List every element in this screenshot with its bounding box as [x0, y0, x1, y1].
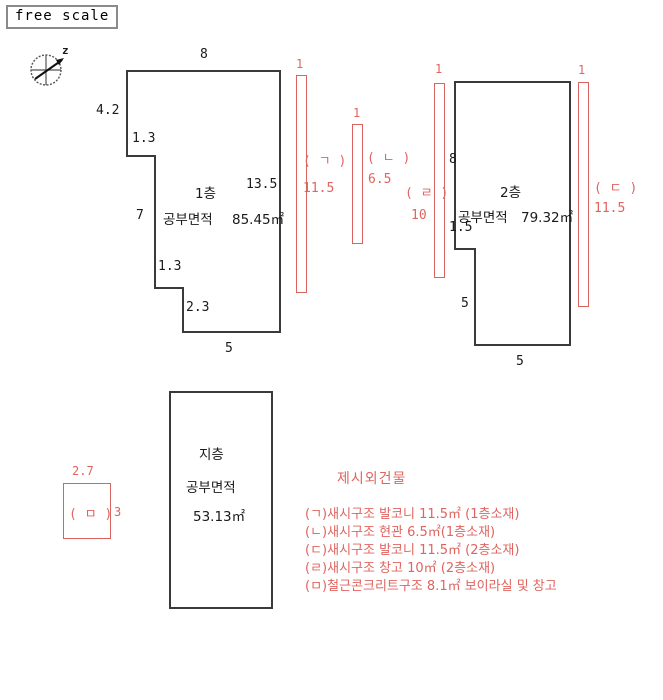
annex-e-symbol: ( ㅁ ) — [69, 507, 113, 522]
annex-c-symbol: ( ㄷ ) — [594, 181, 638, 196]
floor-2-outline — [454, 81, 571, 346]
annex-a-box — [296, 75, 307, 293]
annex-c-box — [578, 82, 589, 307]
floor-2-dim-left-upper: 8 — [449, 152, 457, 167]
legend-item-e: (ㅁ)철근콘크리트구조 8.1㎡ 보이라실 및 창고 — [305, 579, 557, 594]
north-arrow-compass-icon: z — [26, 44, 78, 94]
legend-item-b: (ㄴ)새시구조 현관 6.5㎡(1층소재) — [305, 525, 496, 540]
annex-a-height-dim: 11.5 — [303, 181, 335, 196]
compass-north-letter: z — [62, 44, 69, 57]
floor-2-dim-step-height: 1.5 — [449, 220, 473, 235]
floor-2-dim-bottom: 5 — [516, 354, 524, 369]
floor-basement-area-label: 공부면적 — [186, 480, 236, 496]
floor-2-area-label: 공부면적 — [458, 210, 508, 226]
legend-item-a: (ㄱ)새시구조 발코니 11.5㎡ (1층소재) — [305, 507, 520, 522]
floor-1-name: 1층 — [195, 186, 217, 202]
annex-e-height-dim: 3 — [114, 505, 122, 519]
floor-1-outline — [126, 70, 281, 333]
floor-2-dim-left-lower: 5 — [461, 296, 469, 311]
legend-item-c: (ㄷ)새시구조 발코니 11.5㎡ (2층소재) — [305, 543, 520, 558]
annex-a-width-dim: 1 — [296, 57, 304, 71]
floor-1-area-label: 공부면적 — [163, 212, 213, 228]
free-scale-label: free scale — [6, 5, 119, 30]
annex-b-box — [352, 124, 363, 244]
annex-d-height-dim: 10 — [411, 208, 427, 223]
floor-1-area-value: 85.45㎡ — [232, 212, 285, 228]
floor-1-dim-step2-width: 2.3 — [186, 300, 210, 315]
compass-svg — [30, 54, 64, 86]
annex-e-width-dim: 2.7 — [72, 464, 94, 478]
floor-1-dim-left-upper: 4.2 — [96, 103, 120, 118]
floor-1-dim-right: 13.5 — [246, 177, 278, 192]
floor-1-dim-top: 8 — [200, 47, 208, 62]
legend-item-d: (ㄹ)새시구조 창고 10㎡ (2층소재) — [305, 561, 496, 576]
legend-title: 제시외건물 — [337, 471, 407, 487]
floor-1-dim-left-mid: 7 — [136, 208, 144, 223]
floor-basement-outline — [169, 391, 273, 609]
annex-b-height-dim: 6.5 — [368, 172, 392, 187]
floor-2-name: 2층 — [500, 185, 522, 201]
annex-b-width-dim: 1 — [353, 106, 361, 120]
annex-e-box — [63, 483, 111, 539]
floor-basement-name: 지층 — [199, 447, 224, 463]
floor-1-dim-step2-height: 1.3 — [158, 259, 182, 274]
legend-list: (ㄱ)새시구조 발코니 11.5㎡ (1층소재) (ㄴ)새시구조 현관 6.5㎡… — [305, 506, 557, 596]
annex-d-width-dim: 1 — [435, 62, 443, 76]
floor-basement-area-value: 53.13㎡ — [193, 509, 246, 525]
floor-2-area-value: 79.32㎡ — [521, 210, 574, 226]
annex-d-symbol: ( ㄹ ) — [405, 186, 449, 201]
annex-c-height-dim: 11.5 — [594, 201, 626, 216]
annex-c-width-dim: 1 — [578, 63, 586, 77]
annex-b-symbol: ( ㄴ ) — [367, 151, 411, 166]
annex-a-symbol: ( ㄱ ) — [303, 154, 347, 169]
floor-1-dim-step1-height: 1.3 — [132, 131, 156, 146]
annex-d-box — [434, 83, 445, 278]
floor-1-dim-bottom: 5 — [225, 341, 233, 356]
